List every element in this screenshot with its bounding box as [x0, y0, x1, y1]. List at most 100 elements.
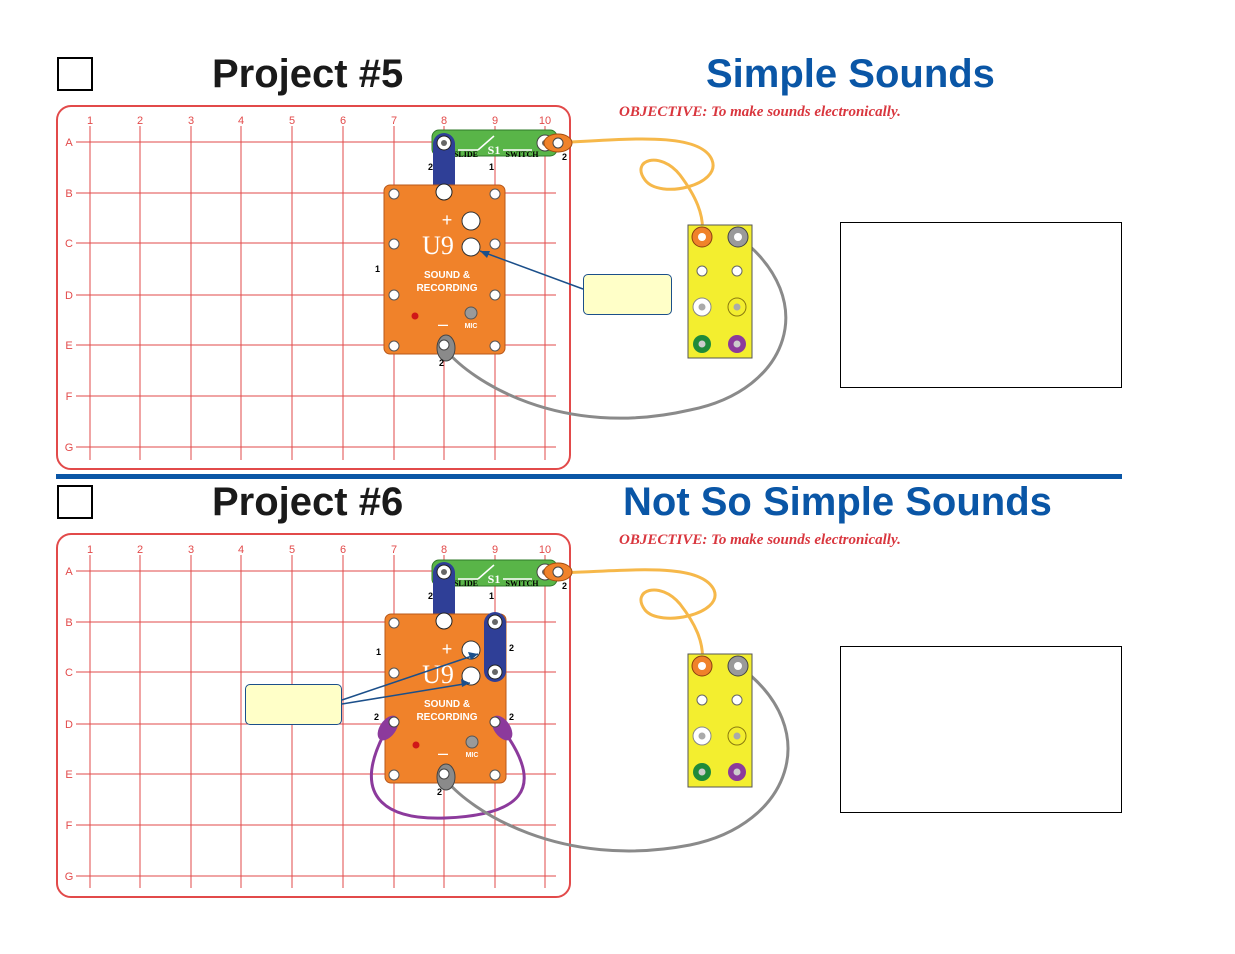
col-label: 5 — [289, 544, 295, 556]
row-label: G — [65, 442, 74, 454]
gray-wire — [444, 236, 788, 420]
project-6-objective: OBJECTIVE: To make sounds electronically… — [619, 532, 901, 548]
project-5-checkbox[interactable] — [57, 57, 93, 91]
project-5-subject-title: Simple Sounds — [706, 52, 995, 96]
u9-sound-module: + U9 SOUND & RECORDING MIC – — [384, 612, 507, 784]
snap-number: 2 — [437, 787, 442, 797]
module-minus: – — [438, 314, 448, 334]
row-label: C — [65, 667, 73, 679]
col-label: 4 — [238, 544, 244, 556]
blue-2-snap-wire — [484, 612, 506, 682]
battery-holder — [687, 653, 753, 788]
module-mic: MIC — [466, 752, 479, 759]
col-label: 2 — [137, 115, 143, 127]
switch-word2: SWITCH — [506, 579, 540, 588]
purple-wire — [370, 733, 526, 820]
module-minus: – — [438, 743, 448, 763]
project-6-title: Project #6 — [212, 480, 404, 524]
col-label: 3 — [188, 544, 194, 556]
wire-connector — [691, 226, 749, 248]
wire-connector — [543, 133, 573, 153]
col-label: 9 — [492, 115, 498, 127]
snap-number: 2 — [428, 162, 433, 172]
wire-connector — [377, 715, 513, 741]
u9-sound-module: + U9 SOUND & RECORDING MIC – — [383, 183, 506, 355]
col-label: 8 — [441, 544, 447, 556]
col-label: 8 — [441, 115, 447, 127]
row-label: F — [66, 391, 73, 403]
snap-number: 1 — [375, 264, 380, 274]
column-labels: 1 2 3 4 5 6 7 8 9 10 — [87, 115, 551, 127]
row-label: D — [65, 290, 73, 302]
callout-arrow — [341, 653, 479, 701]
switch-name: S1 — [488, 572, 501, 586]
row-label: B — [65, 617, 72, 629]
row-label: A — [65, 137, 73, 149]
orange-wire — [551, 137, 715, 237]
switch-word1: SLIDE — [454, 579, 478, 588]
row-label: F — [66, 820, 73, 832]
col-label: 1 — [87, 544, 93, 556]
row-label: A — [65, 566, 73, 578]
snap-number: 2 — [374, 712, 379, 722]
col-label: 6 — [340, 115, 346, 127]
snap-number: 2 — [509, 712, 514, 722]
col-label: 10 — [539, 544, 551, 556]
snap-number: 1 — [376, 647, 381, 657]
callout-arrow — [479, 250, 584, 290]
project-5-callout-box — [583, 274, 672, 315]
gray-wire — [444, 665, 790, 853]
project-5-title: Project #5 — [212, 52, 404, 96]
row-label: B — [65, 188, 72, 200]
row-label: E — [65, 340, 72, 352]
module-plus: + — [442, 210, 453, 230]
wire-connector — [436, 763, 456, 791]
orange-wire — [551, 568, 717, 665]
col-label: 2 — [137, 544, 143, 556]
row-labels: A B C D E F G — [65, 137, 74, 454]
snap-number: 1 — [489, 162, 494, 172]
row-label: D — [65, 719, 73, 731]
module-mic: MIC — [465, 323, 478, 330]
section-divider — [56, 474, 1122, 479]
battery-holder — [687, 224, 753, 359]
row-label: C — [65, 238, 73, 250]
col-label: 10 — [539, 115, 551, 127]
module-label-1: SOUND & — [424, 699, 470, 710]
col-label: 5 — [289, 115, 295, 127]
project-6-subject-title: Not So Simple Sounds — [623, 480, 1052, 524]
wire-connector — [436, 334, 456, 362]
col-label: 9 — [492, 544, 498, 556]
col-label: 6 — [340, 544, 346, 556]
snap-number: 1 — [489, 591, 494, 601]
col-label: 7 — [391, 115, 397, 127]
project-5-objective: OBJECTIVE: To make sounds electronically… — [619, 104, 901, 120]
column-labels: 1 2 3 4 5 6 7 8 9 10 — [87, 544, 551, 556]
wire-connector — [691, 655, 749, 677]
module-name: U9 — [422, 660, 454, 689]
callout-arrow — [341, 682, 471, 705]
module-label-1: SOUND & — [424, 270, 470, 281]
project-6-callout-box — [245, 684, 342, 725]
col-label: 4 — [238, 115, 244, 127]
project-6-notes-box — [840, 646, 1122, 813]
col-label: 7 — [391, 544, 397, 556]
project-5-circuit-board: 1 2 3 4 5 6 7 8 9 10 A B C D E F G S1 SL… — [56, 105, 788, 470]
snap-number: 2 — [562, 152, 567, 162]
wire-connector — [543, 562, 573, 582]
row-labels: A B C D E F G — [65, 566, 74, 883]
col-label: 1 — [87, 115, 93, 127]
switch-word1: SLIDE — [454, 150, 478, 159]
module-label-2: RECORDING — [416, 712, 477, 723]
module-label-2: RECORDING — [416, 283, 477, 294]
snap-number: 2 — [428, 591, 433, 601]
row-label: G — [65, 871, 74, 883]
module-plus: + — [442, 639, 453, 659]
col-label: 3 — [188, 115, 194, 127]
project-6-checkbox[interactable] — [57, 485, 93, 519]
switch-name: S1 — [488, 143, 501, 157]
snap-number: 2 — [509, 643, 514, 653]
row-label: E — [65, 769, 72, 781]
snap-number: 2 — [562, 581, 567, 591]
snap-number: 2 — [439, 358, 444, 368]
